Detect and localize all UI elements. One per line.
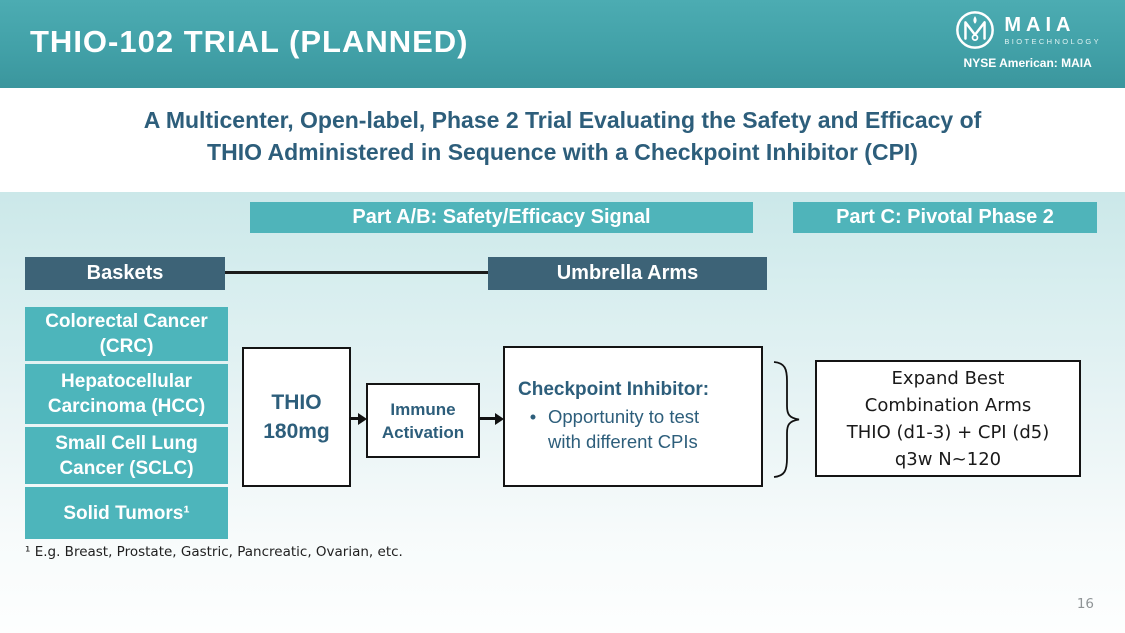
expand-line-4: q3w N~120: [894, 448, 1002, 470]
thio-dose-box: THIO 180mg: [242, 347, 351, 487]
page-title: THIO-102 TRIAL (PLANNED): [30, 24, 469, 59]
checkpoint-bullet: • Opportunity to test with different CPI…: [518, 404, 726, 454]
checkpoint-bullet-text: Opportunity to test with different CPIs: [548, 406, 700, 452]
brand-tagline: BIOTECHNOLOGY: [1004, 36, 1101, 46]
header-bar: THIO-102 TRIAL (PLANNED) MAIA BIOTECHNOL…: [0, 0, 1125, 88]
bullet-icon: •: [529, 406, 537, 427]
checkpoint-title: Checkpoint Inhibitor:: [518, 379, 710, 400]
immune-activation-box: Immune Activation: [366, 383, 480, 458]
basket-list: Colorectal Cancer (CRC) Hepatocellular C…: [25, 307, 228, 539]
arrow-right-icon: [349, 412, 367, 425]
umbrella-arms-header: Umbrella Arms: [488, 257, 767, 290]
thio-line-2: 180mg: [263, 420, 330, 443]
subtitle-band: A Multicenter, Open-label, Phase 2 Trial…: [0, 88, 1125, 192]
arrow-head: [495, 412, 504, 425]
subtitle-line-1: A Multicenter, Open-label, Phase 2 Trial…: [143, 107, 982, 133]
expand-combination-box: Expand Best Combination Arms THIO (d1-3)…: [815, 360, 1081, 477]
ticker-label: NYSE American: MAIA: [963, 56, 1092, 70]
basket-item-crc: Colorectal Cancer (CRC): [25, 307, 228, 361]
thio-line-1: THIO: [271, 391, 322, 414]
footnote: ¹ E.g. Breast, Prostate, Gastric, Pancre…: [25, 544, 403, 560]
basket-item-hcc: Hepatocellular Carcinoma (HCC): [25, 364, 228, 424]
basket-item-solid-tumors: Solid Tumors¹: [25, 487, 228, 539]
expand-line-2: Combination Arms: [864, 394, 1032, 416]
curly-brace-icon: [773, 361, 800, 478]
checkpoint-inhibitor-box: Checkpoint Inhibitor: • Opportunity to t…: [503, 346, 763, 487]
section-part-ab: Part A/B: Safety/Efficacy Signal: [250, 202, 753, 233]
brand-logo-row: MAIA BIOTECHNOLOGY: [954, 9, 1101, 51]
brand-block: MAIA BIOTECHNOLOGY NYSE American: MAIA: [954, 9, 1101, 70]
arrow-head: [358, 412, 367, 425]
brand-name: MAIA: [1004, 13, 1076, 36]
page-number: 16: [1076, 596, 1094, 612]
subtitle-line-2: THIO Administered in Sequence with a Che…: [207, 139, 918, 165]
maia-logo-icon: [956, 11, 995, 49]
basket-item-sclc: Small Cell Lung Cancer (SCLC): [25, 427, 228, 484]
expand-line-1: Expand Best: [891, 367, 1005, 389]
diagram-area: Part A/B: Safety/Efficacy Signal Part C:…: [0, 192, 1125, 633]
immune-line-2: Activation: [381, 422, 465, 442]
arrow-shaft: [349, 417, 358, 420]
slide-subtitle: A Multicenter, Open-label, Phase 2 Trial…: [0, 88, 1125, 168]
section-part-c: Part C: Pivotal Phase 2: [793, 202, 1097, 233]
arrow-shaft: [479, 417, 495, 420]
baskets-header: Baskets: [25, 257, 225, 290]
immune-line-1: Immune: [390, 399, 456, 419]
baskets-umbrella-connector-line: [225, 271, 488, 274]
brand-wordmark: MAIA BIOTECHNOLOGY: [1004, 15, 1101, 46]
expand-line-3: THIO (d1-3) + CPI (d5): [846, 421, 1050, 443]
arrow-right-icon: [479, 412, 504, 425]
